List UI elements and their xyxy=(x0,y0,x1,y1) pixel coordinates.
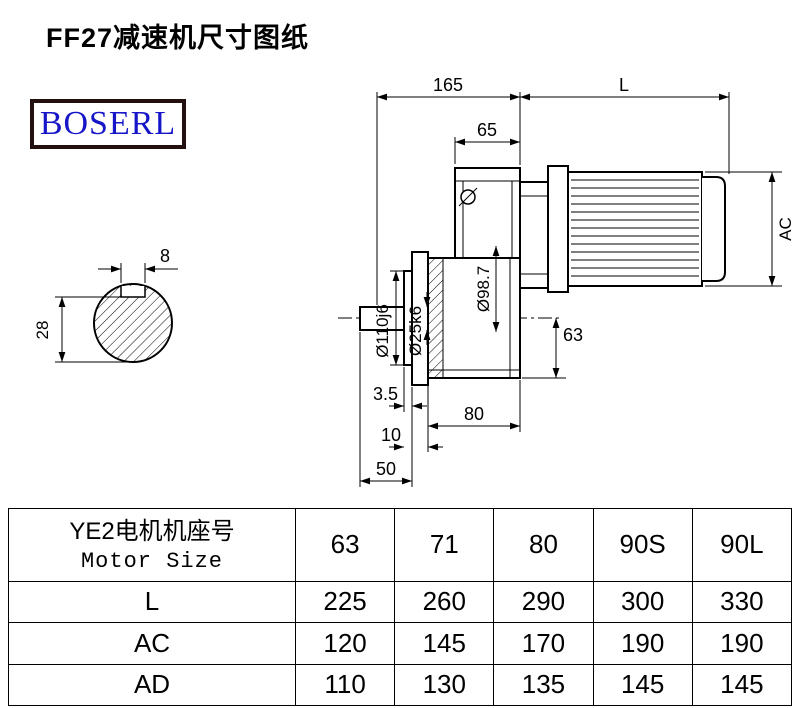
row-label: AC xyxy=(8,622,296,665)
table-cell: 225 xyxy=(294,580,396,624)
dim-25-label: Ø25k6 xyxy=(406,306,425,356)
table-cell: 290 xyxy=(493,580,594,624)
table-cell: 190 xyxy=(691,622,793,665)
technical-drawing: 8 28 xyxy=(33,75,795,487)
row-label: L xyxy=(8,580,296,624)
keyway-notch xyxy=(120,286,146,298)
motor-fins xyxy=(571,179,699,277)
table-cell: 145 xyxy=(394,622,495,665)
fan-cowl xyxy=(702,176,726,282)
table-cell: 130 xyxy=(394,663,495,707)
table-cell: 145 xyxy=(592,663,693,707)
dim-10-label: 10 xyxy=(381,425,401,445)
table-col-header: 90S xyxy=(592,508,693,582)
dim-AC-label: AC xyxy=(776,217,795,241)
table-cell: 170 xyxy=(493,622,594,665)
motor-body xyxy=(567,171,703,287)
dim-key-height-label: 28 xyxy=(33,321,52,340)
dim-110-label: Ø110j6 xyxy=(373,304,392,358)
page-title: FF27减速机尺寸图纸 xyxy=(46,23,310,53)
dim-165-label: 165 xyxy=(433,75,463,95)
table-header-row: YE2电机机座号 Motor Size 63 71 80 90S 90L xyxy=(8,508,793,582)
table-row-L: L 225 260 290 300 330 xyxy=(8,580,793,624)
table-cell: 110 xyxy=(294,663,396,707)
dim-63-label: 63 xyxy=(563,325,583,345)
dimensions: 165 L 65 AC 63 Ø98.7 Ø110 xyxy=(359,75,795,487)
housing-upper xyxy=(454,167,521,259)
table-cell: 135 xyxy=(493,663,594,707)
motor-flange xyxy=(547,165,569,293)
motor-adapter xyxy=(519,181,549,289)
dim-L-label: L xyxy=(619,75,629,95)
table-row-AD: AD 110 130 135 145 145 xyxy=(8,663,793,707)
shaft-circle xyxy=(93,283,173,363)
dim-key-height: 28 xyxy=(33,296,131,363)
housing-section-hatch xyxy=(427,257,444,379)
header-label-en: Motor Size xyxy=(80,548,224,574)
dim-65-label: 65 xyxy=(477,120,497,140)
table-cell: 190 xyxy=(592,622,693,665)
table-col-header: 71 xyxy=(394,508,495,582)
header-motor-size-cell: YE2电机机座号 Motor Size xyxy=(8,508,296,582)
table-cell: 120 xyxy=(294,622,396,665)
dim-50-label: 50 xyxy=(376,459,396,479)
row-label: AD xyxy=(8,663,296,707)
dim-3_5-label: 3.5 xyxy=(373,384,398,404)
dim-98-label: Ø98.7 xyxy=(474,266,493,312)
table-col-header: 80 xyxy=(493,508,594,582)
table-col-header: 63 xyxy=(294,508,396,582)
table-cell: 145 xyxy=(691,663,793,707)
header-label-cn: YE2电机机座号 xyxy=(69,518,235,546)
motor-size-table: YE2电机机座号 Motor Size 63 71 80 90S 90L L 2… xyxy=(8,508,793,707)
shaft-cross-section xyxy=(93,283,173,363)
dim-80-label: 80 xyxy=(464,404,484,424)
table-cell: 330 xyxy=(691,580,793,624)
dim-key-width-label: 8 xyxy=(160,246,170,266)
boserl-logo: BOSERL xyxy=(30,99,186,149)
table-cell: 260 xyxy=(394,580,495,624)
table-row-AC: AC 120 145 170 190 190 xyxy=(8,622,793,665)
table-cell: 300 xyxy=(592,580,693,624)
boserl-logo-text: BOSERL xyxy=(39,105,177,142)
table-col-header: 90L xyxy=(691,508,793,582)
dim-key-width: 8 xyxy=(98,246,178,283)
